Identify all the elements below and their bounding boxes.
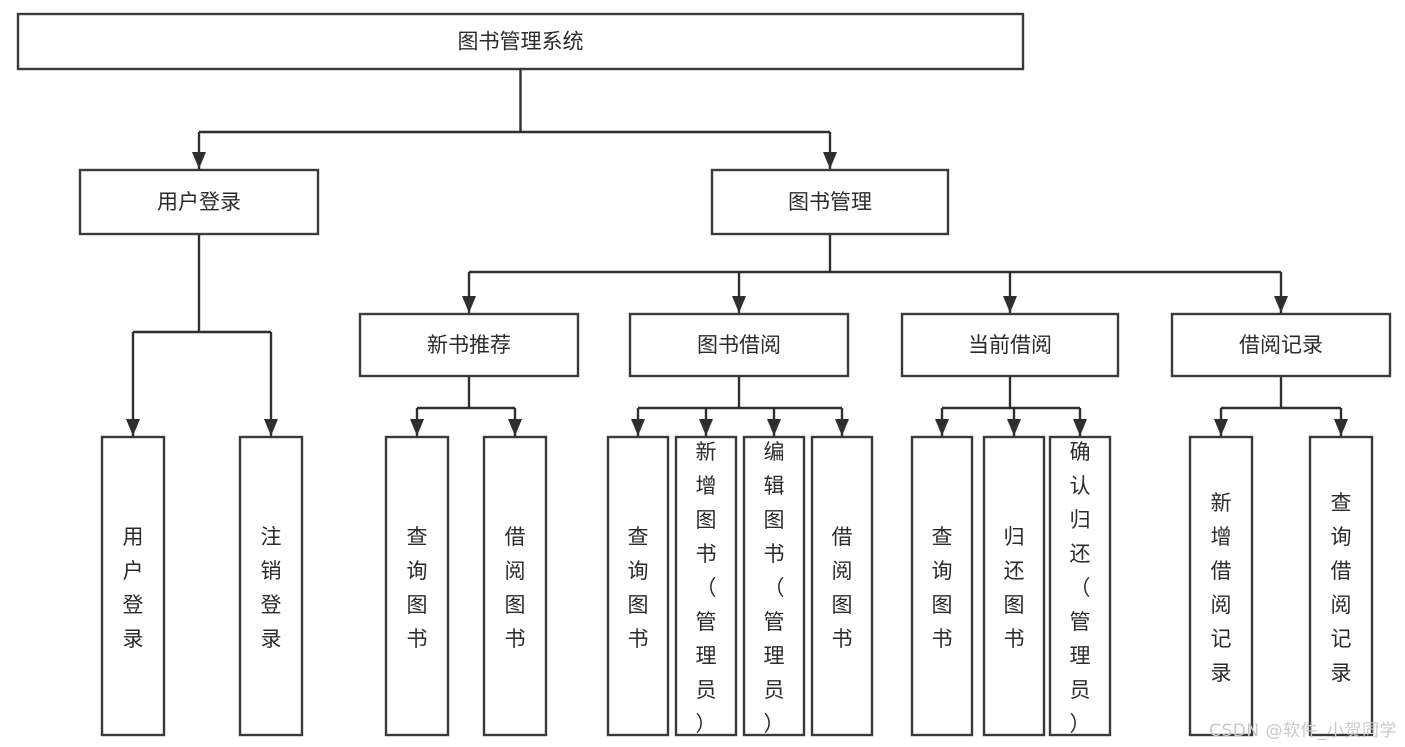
- arrow-head-icon: [1003, 296, 1017, 313]
- node-box: [710, 168, 950, 236]
- node-label: 新书推荐: [427, 333, 511, 357]
- node-box: [384, 435, 450, 737]
- node-label: 编辑图书（管理员）: [764, 440, 785, 736]
- node-box: [910, 435, 974, 737]
- node-label: 图书管理系统: [458, 30, 584, 54]
- node-label: 当前借阅: [968, 333, 1052, 357]
- node-box: [742, 435, 806, 737]
- node-label: 确认归还（管理员）: [1070, 440, 1091, 736]
- watermark-label: CSDN @软件_小贺同学: [1209, 721, 1397, 741]
- node-label: 图书管理: [788, 190, 872, 214]
- node-current-borrow[interactable]: 当前借阅: [900, 312, 1120, 378]
- node-user-login[interactable]: 用户登录: [78, 168, 320, 236]
- arrow-head-icon: [462, 296, 476, 313]
- node-label: 注销登录: [261, 525, 282, 651]
- node-box: [606, 435, 670, 737]
- node-label: 查询图书: [628, 525, 649, 651]
- arrow-head-icon: [1334, 419, 1348, 436]
- arrow-head-icon: [1007, 419, 1021, 436]
- node-label: 借阅图书: [832, 525, 853, 651]
- arrow-head-icon: [823, 152, 837, 169]
- arrow-head-icon: [264, 419, 278, 436]
- node-box: [900, 312, 1120, 378]
- arrow-head-icon: [631, 419, 645, 436]
- node-box: [1170, 312, 1392, 378]
- arrow-head-icon: [732, 296, 746, 313]
- arrow-head-icon: [508, 419, 522, 436]
- node-label: 查询图书: [932, 525, 953, 651]
- arrow-head-icon: [1274, 296, 1288, 313]
- arrow-head-icon: [767, 419, 781, 436]
- arrow-head-icon: [126, 419, 140, 436]
- node-box: [16, 12, 1025, 71]
- node-leaf-add-book[interactable]: 新增图书（管理员）: [674, 435, 738, 737]
- node-leaf-return-book[interactable]: 归还图书: [982, 435, 1046, 737]
- arrow-head-icon: [1073, 419, 1087, 436]
- node-label: 新增图书（管理员）: [696, 440, 717, 736]
- node-borrow-record[interactable]: 借阅记录: [1170, 312, 1392, 378]
- node-leaf-borrow-book-1[interactable]: 借阅图书: [482, 435, 548, 737]
- node-box: [358, 312, 580, 378]
- node-leaf-query-book-1[interactable]: 查询图书: [384, 435, 450, 737]
- node-leaf-edit-book[interactable]: 编辑图书（管理员）: [742, 435, 806, 737]
- node-label: 借阅记录: [1239, 333, 1323, 357]
- node-box: [628, 312, 850, 378]
- node-label: 借阅图书: [505, 525, 526, 651]
- arrow-head-icon: [1214, 419, 1228, 436]
- node-box: [982, 435, 1046, 737]
- node-label: 用户登录: [123, 525, 144, 651]
- node-label: 归还图书: [1004, 525, 1025, 651]
- node-leaf-borrow-book-2[interactable]: 借阅图书: [810, 435, 874, 737]
- node-label: 用户登录: [157, 190, 241, 214]
- node-box: [1308, 435, 1374, 737]
- arrow-head-icon: [935, 419, 949, 436]
- node-book-manage[interactable]: 图书管理: [710, 168, 950, 236]
- node-box: [100, 435, 166, 737]
- arrow-head-icon: [699, 419, 713, 436]
- node-box: [674, 435, 738, 737]
- arrow-head-icon: [410, 419, 424, 436]
- node-box: [238, 435, 304, 737]
- node-label: 查询图书: [407, 525, 428, 651]
- node-leaf-query-book-3[interactable]: 查询图书: [910, 435, 974, 737]
- node-leaf-user-login[interactable]: 用户登录: [100, 435, 166, 737]
- node-leaf-query-book-2[interactable]: 查询图书: [606, 435, 670, 737]
- node-leaf-add-record[interactable]: 新增借阅记录: [1188, 435, 1254, 737]
- node-box: [1048, 435, 1112, 737]
- node-leaf-query-record[interactable]: 查询借阅记录: [1308, 435, 1374, 737]
- node-leaf-confirm-return[interactable]: 确认归还（管理员）: [1048, 435, 1112, 737]
- node-book-borrow[interactable]: 图书借阅: [628, 312, 850, 378]
- node-leaf-user-logout[interactable]: 注销登录: [238, 435, 304, 737]
- arrow-head-icon: [192, 152, 206, 169]
- node-box: [810, 435, 874, 737]
- node-root[interactable]: 图书管理系统: [16, 12, 1025, 71]
- node-label: 图书借阅: [697, 333, 781, 357]
- node-label: 查询借阅记录: [1331, 491, 1352, 685]
- node-new-book-recommend[interactable]: 新书推荐: [358, 312, 580, 378]
- arrow-head-icon: [835, 419, 849, 436]
- node-label: 新增借阅记录: [1211, 491, 1232, 685]
- node-box: [78, 168, 320, 236]
- node-box: [1188, 435, 1254, 737]
- node-box: [482, 435, 548, 737]
